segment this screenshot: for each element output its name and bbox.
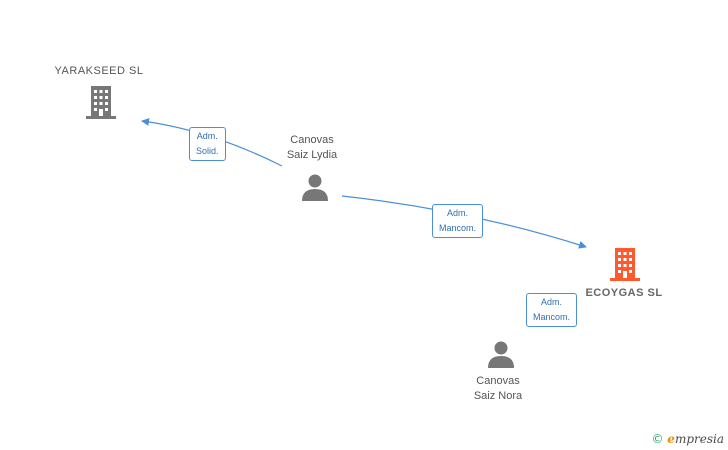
building-icon[interactable] <box>609 246 641 282</box>
edge-label-line2: Mancom. <box>533 312 571 322</box>
person-label-line1: Canovas <box>476 375 520 387</box>
person-label-nora[interactable]: Canovas Saiz Nora <box>448 374 548 404</box>
edge-label-line2: Mancom. <box>439 223 477 233</box>
brand-name: mpresia <box>674 432 724 446</box>
company-label-yarakseed[interactable]: YARAKSEED SL <box>54 65 144 77</box>
person-label-lydia[interactable]: Canovas Saiz Lydia <box>262 133 362 163</box>
edge-label-line1: Adm. <box>447 208 469 218</box>
person-label-line2: Saiz Lydia <box>286 149 338 161</box>
edge-label-line1: Adm. <box>541 297 563 307</box>
edge-label-adm-mancom[interactable]: Adm. Mancom. <box>432 204 484 238</box>
company-label-ecoygas[interactable]: ECOYGAS SL <box>585 287 663 299</box>
person-icon[interactable] <box>300 173 330 203</box>
edge-label-adm-solid[interactable]: Adm. Solid. <box>189 127 226 161</box>
person-icon[interactable] <box>486 340 516 370</box>
person-label-line1: Canovas <box>290 134 334 146</box>
edge-label-adm-mancom[interactable]: Adm. Mancom. <box>526 293 578 327</box>
brand-initial: e <box>667 432 675 446</box>
copyright-icon: © <box>651 432 664 446</box>
edge-label-line1: Adm. <box>196 131 218 141</box>
building-icon[interactable] <box>85 84 117 120</box>
person-label-line2: Saiz Nora <box>473 390 523 402</box>
watermark-logo: © empresia <box>651 432 724 446</box>
edge-label-line2: Solid. <box>196 146 219 156</box>
